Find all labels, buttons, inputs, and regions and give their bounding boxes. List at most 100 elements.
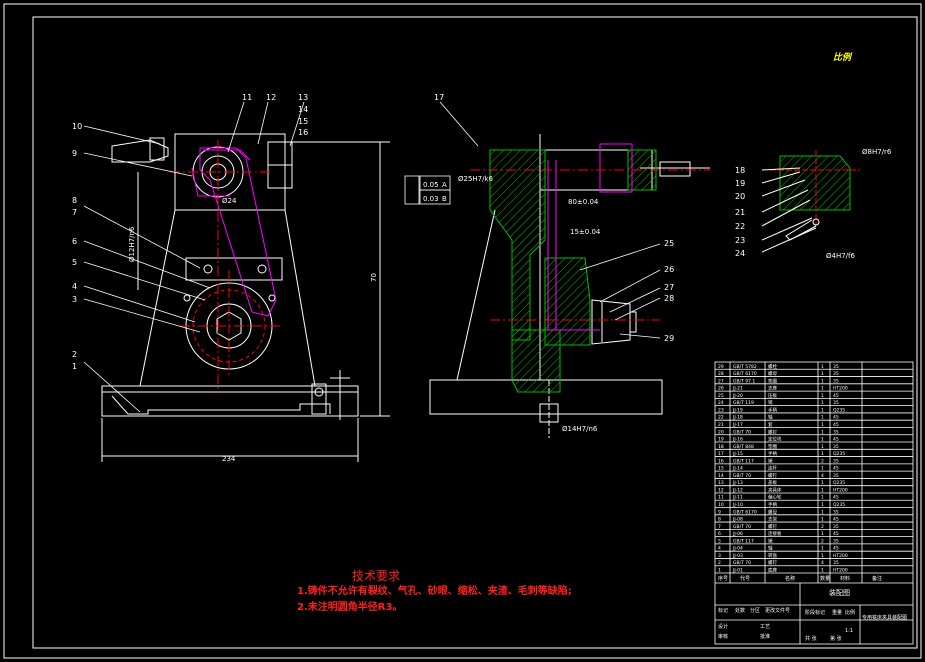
table-cell: 2 [821,538,824,544]
tech-line: 2.未注明圆角半径R3。 [297,602,403,613]
table-cell: 支座 [768,385,777,392]
table-cell: 45 [833,422,839,428]
table-cell: JJ-14 [732,466,743,472]
header-cell: 代号 [740,575,750,582]
side-section [489,149,657,393]
table-cell: 1 [821,444,824,450]
table-cell: JJ-06 [732,531,743,537]
table-cell: 1 [821,531,824,537]
callout: 14 [298,105,308,114]
table-cell: 35 [833,400,839,406]
table-cell: 27 [718,378,724,384]
table-cell: Q235 [833,502,845,508]
table-cell: GB/T 6170 [733,509,757,515]
table-cell: 20 [718,429,724,435]
table-cell: 5 [718,538,721,544]
dim-text: Ø24 [222,197,237,205]
tol-text: 0.05 [423,181,439,189]
table-cell: 1 [821,487,824,493]
table-cell: GB/T 5782 [733,364,757,370]
table-cell: GB/T 70 [733,429,751,435]
dim-text: Ø14H7/n6 [562,425,598,433]
table-cell: 螺钉 [768,472,777,479]
callout: 10 [72,122,82,131]
table-cell: JJ-21 [732,386,743,392]
drawing-name: 专用铣床夹具装配图 [862,615,908,621]
table-cell: 45 [833,415,839,421]
outer-frame [3,3,922,659]
table-cell: 17 [718,451,724,457]
nut [216,311,242,341]
table-cell: JJ-04 [732,546,743,552]
table-cell: 1 [821,546,824,552]
table-cell: 1 [821,393,824,399]
table-cell: 14 [718,473,724,479]
table-cell: 螺栓 [768,363,777,370]
table-cell: 29 [718,364,724,370]
table-cell: 35 [833,364,839,370]
table-cell: 销 [768,457,773,464]
table-cell: 24 [718,400,724,406]
callout: 17 [434,93,444,102]
table-cell: 35 [833,458,839,464]
table-cell: 35 [833,524,839,530]
callout: 21 [735,208,745,217]
dim-text: Ø4H7/f6 [826,252,856,260]
table-cell: 10 [718,502,724,508]
table-cell: GB/T 97.1 [733,378,755,384]
table-cell: 转盘 [768,552,777,559]
table-cell: 15 [718,466,724,472]
footer-cell: 比例 [845,609,855,616]
callout: 5 [72,258,77,267]
table-cell: 螺母 [768,370,777,377]
table-cell: GB/T 70 [733,473,751,479]
table-cell: 8 [718,517,721,523]
dim-text: 234 [222,455,236,463]
table-cell: 18 [718,444,724,450]
table-cell: 1 [821,502,824,508]
side-leaders [404,101,661,339]
table-cell: 1 [821,386,824,392]
table-cell: 11 [718,495,724,501]
table-cell: 1 [821,371,824,377]
front-leaders [83,101,305,413]
table-cell: 螺钉 [768,428,777,435]
table-cell: JJ-03 [732,553,743,559]
table-cell: 16 [718,458,724,464]
callout: 16 [298,128,308,137]
table-cell: JJ-20 [732,393,743,399]
table-cell: JJ-15 [732,451,743,457]
table-cell: 1 [821,495,824,501]
drawing-title: 装配图 [829,589,850,597]
callout: 26 [664,265,674,274]
table-cell: 轴 [768,545,773,552]
table-cell: JJ-08 [732,517,743,523]
callout: 1 [72,362,77,371]
table-cell: 2 [718,560,721,566]
table-cell: GB/T 6170 [733,371,757,377]
table-cell: 1 [821,364,824,370]
technical-requirements: 技术要求 1.铸件不允许有裂纹、气孔、砂眼、缩松、夹渣、毛刺等缺陷; 2.未注明… [297,567,572,616]
table-cell: 螺母 [768,508,777,515]
table-cell: 35 [833,509,839,515]
table-cell: 1 [821,517,824,523]
table-cell: Q235 [833,451,845,457]
table-cell: GB/T 119 [733,400,754,406]
table-cell: 螺钉 [768,559,777,566]
callout: 3 [72,295,77,304]
table-cell: 35 [833,538,839,544]
table-cell: 4 [718,546,721,552]
table-cell: 垫圈 [768,377,777,384]
footer-cell: 审核 [718,633,728,640]
table-cell: 35 [833,429,839,435]
table-cell: 销 [768,537,773,544]
callout: 13 [298,93,308,102]
table-cell: 连杆 [768,465,777,472]
footer-cell: 处数 [735,607,745,614]
header-cell: 序号 [718,575,728,582]
table-cell: 套 [768,421,773,428]
table-cell: 28 [718,371,724,377]
tech-title: 技术要求 [352,569,401,583]
table-cell: 45 [833,393,839,399]
